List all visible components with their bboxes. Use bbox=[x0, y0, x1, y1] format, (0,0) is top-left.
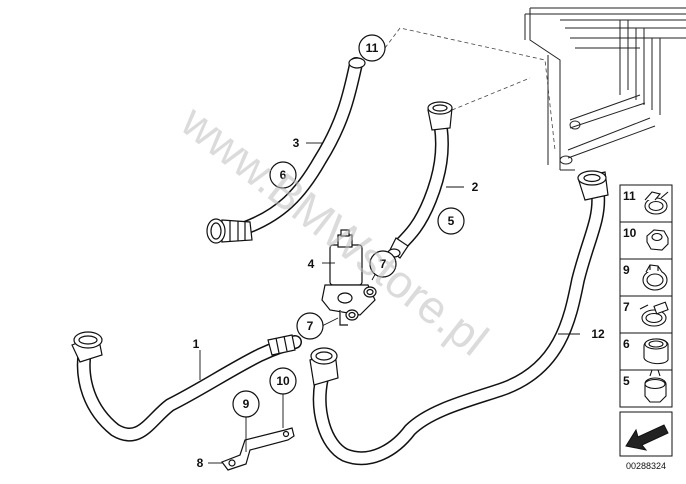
hose-2 bbox=[387, 101, 453, 259]
legend-label-9: 9 bbox=[623, 263, 630, 277]
callout-7-lower: 7 bbox=[307, 319, 314, 333]
hose-3-connector bbox=[206, 218, 253, 244]
callout-6: 6 bbox=[280, 168, 287, 182]
callout-1: 1 bbox=[193, 337, 200, 351]
legend-label-10: 10 bbox=[623, 226, 637, 240]
legend-label-11: 11 bbox=[623, 189, 636, 203]
hose-clamp-icon bbox=[644, 191, 669, 215]
hex-nut-icon bbox=[646, 229, 669, 251]
legend-label-6: 6 bbox=[623, 337, 630, 351]
leader-lines bbox=[384, 27, 556, 151]
circled-callouts bbox=[232, 34, 465, 418]
auxiliary-water-pump bbox=[321, 229, 377, 326]
legend-label-5: 5 bbox=[623, 374, 630, 388]
hose-3 bbox=[206, 57, 366, 244]
legend-label-7: 7 bbox=[623, 300, 630, 314]
callout-12: 12 bbox=[591, 327, 605, 341]
heater-core bbox=[524, 7, 686, 171]
callout-2: 2 bbox=[472, 180, 479, 194]
parts-legend: 11 10 9 7 6 5 bbox=[619, 184, 673, 471]
bracket-8 bbox=[221, 427, 295, 471]
callout-3: 3 bbox=[293, 136, 300, 150]
callout-8: 8 bbox=[197, 456, 204, 470]
callout-11: 11 bbox=[366, 41, 379, 55]
spring-clamp-icon bbox=[642, 264, 668, 291]
worm-clamp-icon bbox=[639, 301, 669, 327]
hose-clip-icon bbox=[643, 338, 669, 365]
direction-arrow-icon bbox=[625, 424, 669, 451]
hose-1 bbox=[71, 331, 302, 442]
hose-12 bbox=[309, 170, 609, 466]
callout-5: 5 bbox=[448, 214, 455, 228]
document-number: 00288324 bbox=[626, 461, 666, 471]
callout-4: 4 bbox=[308, 257, 315, 271]
callout-9: 9 bbox=[243, 397, 250, 411]
holder-clip-icon bbox=[644, 369, 667, 403]
callout-7-upper: 7 bbox=[380, 257, 387, 271]
callout-10: 10 bbox=[276, 374, 290, 388]
